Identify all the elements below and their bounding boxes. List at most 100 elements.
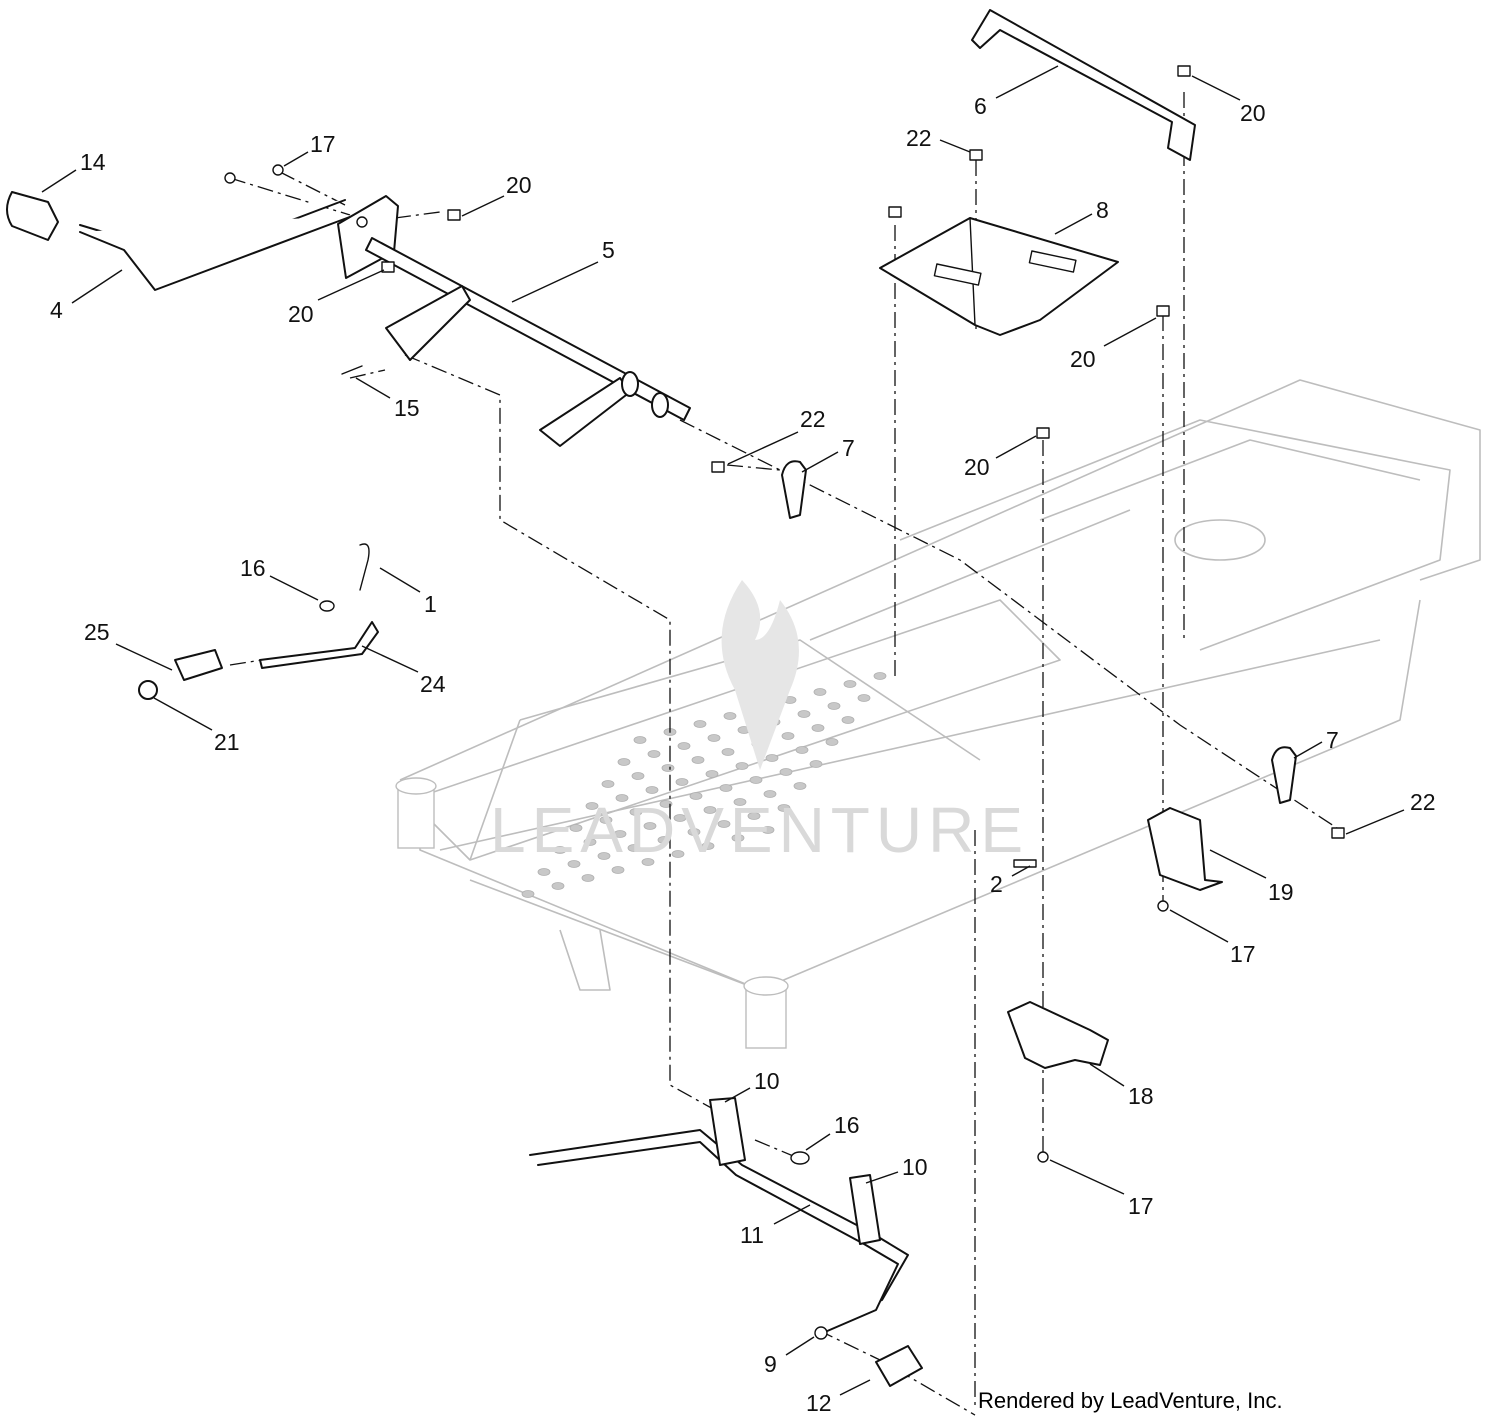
- callout-16-lower: 16: [805, 1112, 860, 1151]
- callout-label: 6: [974, 93, 987, 119]
- deck-hole: [733, 798, 747, 806]
- callout-25: 25: [84, 619, 173, 671]
- deck-hole: [617, 758, 631, 766]
- deck-hole: [721, 748, 735, 756]
- callout-label: 16: [240, 555, 266, 581]
- deck-hole: [717, 820, 731, 828]
- callout-20-center: 20: [1070, 317, 1157, 372]
- deck-hole: [583, 838, 597, 846]
- deck-hole: [777, 804, 791, 812]
- part-brake-rod: [174, 543, 379, 681]
- part-pedal-rod: [529, 1097, 909, 1336]
- deck-hole: [615, 794, 629, 802]
- deck-hole: [643, 822, 657, 830]
- deck-hole: [693, 720, 707, 728]
- deck-hole: [731, 834, 745, 842]
- callout-label: 22: [800, 406, 826, 432]
- part-bracket-18: [1007, 1001, 1109, 1069]
- deck-hole: [749, 776, 763, 784]
- deck-hole: [691, 756, 705, 764]
- deck-hole: [825, 738, 839, 746]
- deck-hole: [585, 802, 599, 810]
- part-mount-plate: [879, 217, 1119, 336]
- callout-10-lower: 10: [865, 1154, 928, 1184]
- deck-hole: [811, 724, 825, 732]
- part-cotter-pin-top: [341, 365, 363, 375]
- callout-label: 20: [1240, 100, 1266, 126]
- callout-17-middle: 17: [1169, 909, 1256, 967]
- callout-label: 15: [394, 395, 420, 421]
- part-bolt-21: [138, 680, 158, 700]
- callout-2: 2: [990, 865, 1031, 897]
- deck-hole: [701, 842, 715, 850]
- callout-22-right: 22: [1345, 789, 1436, 835]
- callout-18: 18: [1089, 1063, 1154, 1109]
- deck-hole: [611, 866, 625, 874]
- callout-label: 17: [1128, 1193, 1154, 1219]
- part-bracket-19: [1147, 807, 1223, 891]
- deck-hole: [521, 890, 535, 898]
- callout-label: 10: [902, 1154, 928, 1180]
- part-pad-12: [875, 1345, 923, 1387]
- deck-hole: [857, 694, 871, 702]
- deck-hole: [647, 750, 661, 758]
- part-handle-grip: [6, 191, 356, 291]
- callout-label: 10: [754, 1068, 780, 1094]
- deck-hole: [673, 814, 687, 822]
- deck-hole: [597, 852, 611, 860]
- callout-15: 15: [355, 377, 420, 421]
- callout-16-upper: 16: [240, 555, 319, 601]
- deck-hole: [719, 784, 733, 792]
- callout-4: 4: [50, 269, 123, 323]
- deck-hole: [551, 882, 565, 890]
- deck-hole: [633, 736, 647, 744]
- callout-label: 17: [1230, 941, 1256, 967]
- callout-7-upper: 7: [801, 435, 855, 473]
- callout-label: 5: [602, 237, 615, 263]
- callout-19: 19: [1209, 849, 1294, 905]
- deck-hole: [841, 716, 855, 724]
- deck-hole: [747, 812, 761, 820]
- callout-9: 9: [764, 1336, 815, 1377]
- callout-20-left-upper: 20: [461, 172, 532, 217]
- callout-17-lower: 17: [1049, 1159, 1154, 1219]
- part-hook-lower: [1271, 746, 1297, 804]
- callout-22-middle: 22: [727, 406, 826, 465]
- callout-label: 20: [506, 172, 532, 198]
- deck-hole: [631, 772, 645, 780]
- deck-hole: [781, 732, 795, 740]
- deck-hole: [581, 874, 595, 882]
- deck-hole: [793, 782, 807, 790]
- deck-hole: [705, 770, 719, 778]
- deck-hole: [735, 762, 749, 770]
- deck-hole: [703, 806, 717, 814]
- deck-hole: [675, 778, 689, 786]
- part-washer-16-upper: [319, 600, 335, 612]
- callout-label: 7: [1326, 727, 1339, 753]
- chassis-frame: [395, 379, 1481, 1049]
- deck-hole: [629, 808, 643, 816]
- part-hook-upper: [781, 460, 807, 519]
- callout-label: 16: [834, 1112, 860, 1138]
- deck-hole: [613, 830, 627, 838]
- callout-20-top-right: 20: [1191, 75, 1266, 126]
- callout-24: 24: [361, 645, 446, 697]
- callout-22-top: 22: [906, 125, 971, 153]
- callout-label: 25: [84, 619, 110, 645]
- deck-hole: [627, 844, 641, 852]
- callout-label: 1: [424, 591, 437, 617]
- deck-hole: [761, 826, 775, 834]
- callout-label: 2: [990, 871, 1003, 897]
- deck-hole: [569, 824, 583, 832]
- assembly-phantom-lines: [229, 92, 1341, 1416]
- watermark-flame-icon: [721, 580, 799, 770]
- callout-label: 18: [1128, 1083, 1154, 1109]
- part-fastener-heads: [224, 65, 1345, 1163]
- deck-hole: [689, 792, 703, 800]
- deck-hole: [779, 768, 793, 776]
- part-nut-9: [814, 1326, 828, 1340]
- callout-11: 11: [740, 1204, 811, 1248]
- callout-label: 19: [1268, 879, 1294, 905]
- callout-label: 17: [310, 131, 336, 157]
